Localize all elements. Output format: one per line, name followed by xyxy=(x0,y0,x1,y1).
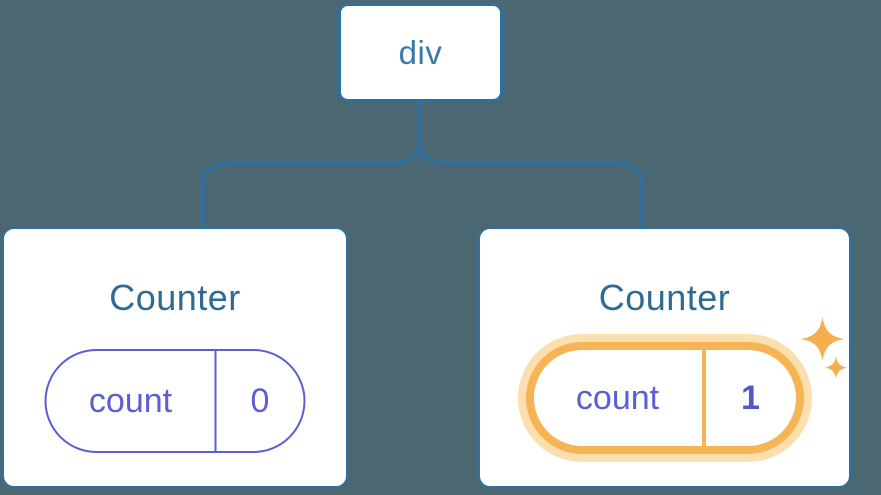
sparkle-icon xyxy=(824,356,848,379)
root-node-label: div xyxy=(398,33,443,71)
root-node-div: div xyxy=(338,3,503,102)
counter-node-2: Counter count 1 xyxy=(478,227,851,488)
state-value: 0 xyxy=(250,381,270,420)
connector-right-branch xyxy=(418,101,644,227)
counter-node-1: Counter count 0 xyxy=(2,227,348,488)
sparkle-icon xyxy=(800,317,845,361)
counter-title: Counter xyxy=(109,277,241,318)
state-pill: count 0 xyxy=(44,349,306,453)
connector-left-branch xyxy=(201,101,422,227)
counter-title: Counter xyxy=(598,277,731,318)
state-key-label: count xyxy=(88,381,173,420)
state-pill-highlighted: count 1 xyxy=(525,342,804,454)
state-value: 1 xyxy=(741,378,760,417)
state-key-label: count xyxy=(575,378,660,417)
